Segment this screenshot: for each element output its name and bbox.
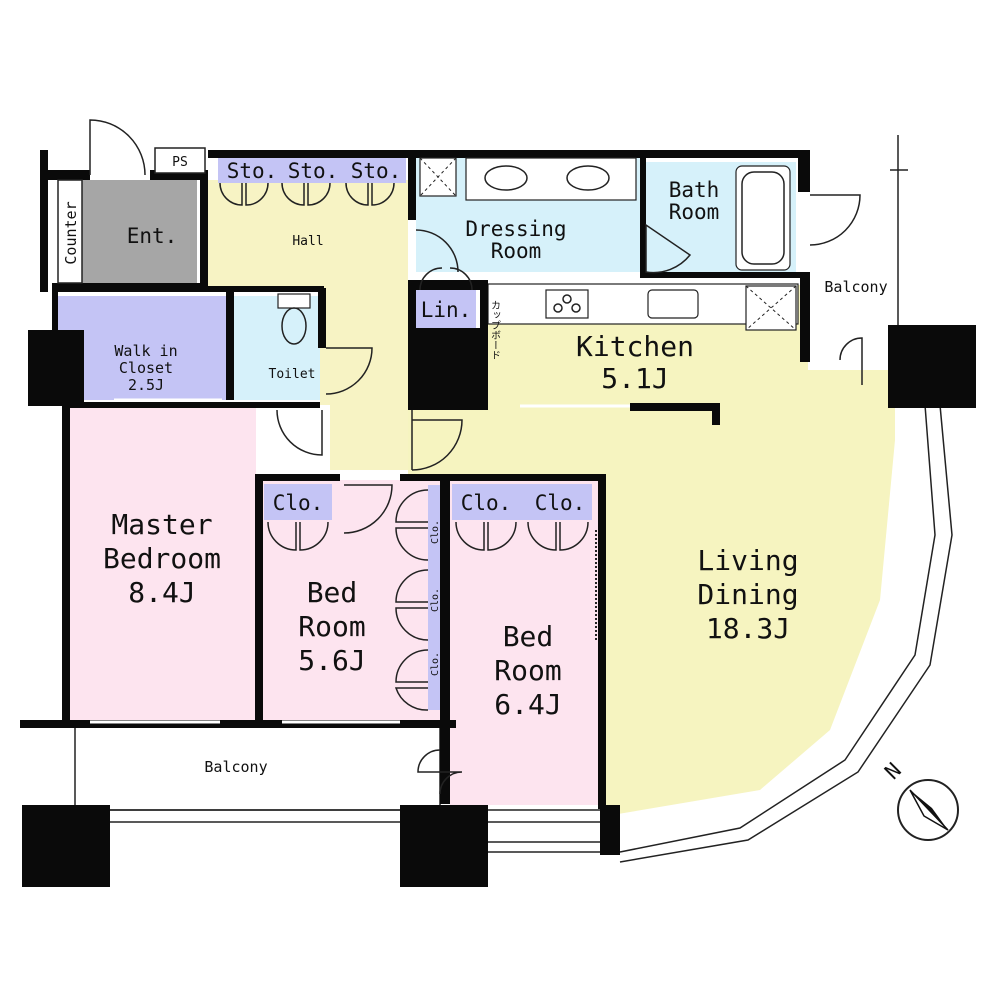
south-balcony-label: Balcony [204, 758, 267, 776]
master-bedroom-door[interactable] [276, 409, 323, 456]
closet-b-doors[interactable] [455, 521, 589, 551]
master-bedroom-label-3: 8.4J [128, 576, 195, 609]
kitchen-sink [647, 289, 699, 319]
windows [90, 135, 908, 724]
living-kitchen-floor [408, 285, 895, 815]
storage-label-3: Sto. [351, 159, 402, 183]
storage-doors[interactable] [219, 182, 395, 206]
closet-v-label-2: Clo. [430, 588, 441, 612]
master-bedroom-label-1: Master [111, 508, 212, 541]
living-label-2: Dining [697, 578, 798, 611]
master-bedroom-floor [66, 405, 256, 723]
entrance-floor [82, 180, 197, 283]
master-bedroom-label-2: Bedroom [103, 542, 221, 575]
bedroom-3-label-2: Room [494, 654, 561, 687]
walk-in-closet-floor [58, 296, 226, 400]
toilet-floor [234, 296, 320, 400]
toilet-label: Toilet [269, 367, 316, 382]
fridge-space [745, 285, 797, 331]
bedroom-2-label-3: 5.6J [298, 644, 365, 677]
walk-in-label-3: 2.5J [128, 376, 164, 394]
bedroom-3-label-3: 6.4J [494, 688, 561, 721]
closet-b-label-1: Clo. [461, 491, 512, 515]
storage-label-1: Sto. [227, 159, 278, 183]
hall-label: Hall [292, 234, 323, 249]
walls [20, 150, 976, 887]
counter-label: Counter [62, 201, 80, 264]
vertical-closet-doors[interactable] [394, 489, 429, 711]
closet-v-label-3: Clo. [430, 652, 441, 676]
bathtub [735, 165, 791, 271]
living-label-1: Living [697, 544, 798, 577]
kitchen-label-1: Kitchen [576, 330, 694, 363]
bedroom-2-label-2: Room [298, 610, 365, 643]
closet-b [452, 484, 592, 520]
compass-label: N [880, 758, 906, 784]
east-balcony-door[interactable] [809, 194, 861, 246]
closet-v-label-1: Clo. [430, 520, 441, 544]
toilet-door[interactable] [325, 347, 373, 395]
dressing-door[interactable] [415, 229, 459, 273]
ps-label: PS [172, 155, 188, 170]
bath-label-1: Bath [669, 178, 720, 202]
dressing-label-1: Dressing [465, 217, 566, 241]
living-label-3: 18.3J [706, 612, 790, 645]
cooktop [545, 289, 589, 319]
counter-shelf [57, 179, 83, 284]
bedroom-2-label-1: Bed [307, 576, 358, 609]
balcony-bedroom-door[interactable] [417, 749, 463, 795]
walk-in-label-2: Closet [119, 359, 173, 377]
storage-label-2: Sto. [288, 159, 339, 183]
closet-a-label: Clo. [273, 491, 324, 515]
balcony-step-door[interactable] [839, 337, 863, 385]
closet-a [264, 484, 332, 520]
closet-a-doors[interactable] [267, 521, 329, 551]
entrance-label: Ent. [127, 224, 178, 248]
storage-strip [218, 158, 406, 183]
linen-floor [416, 290, 476, 330]
linen-door[interactable] [419, 267, 473, 291]
closet-vertical [428, 485, 440, 710]
entry-door[interactable] [89, 119, 146, 176]
walk-in-label-1: Walk in [114, 342, 177, 360]
toilet-fixture [277, 293, 311, 345]
linen-label: Lin. [421, 298, 472, 322]
living-door[interactable] [411, 419, 463, 471]
bath-label-2: Room [669, 200, 720, 224]
dressing-label-2: Room [491, 239, 542, 263]
bath-door[interactable] [645, 223, 692, 274]
cupboard-label: カップボード [489, 300, 501, 360]
pipe-space [154, 147, 206, 174]
kitchen-label-2: 5.1J [601, 362, 668, 395]
closet-b-label-2: Clo. [535, 491, 586, 515]
bedroom-3-label-1: Bed [503, 620, 554, 653]
bedroom-3-floor [450, 480, 600, 805]
north-compass-icon: N [880, 758, 959, 841]
east-balcony-label: Balcony [824, 278, 887, 296]
bedroom-2-door[interactable] [343, 484, 393, 534]
washbasin-counter [419, 157, 637, 201]
hall-floor [208, 180, 408, 470]
